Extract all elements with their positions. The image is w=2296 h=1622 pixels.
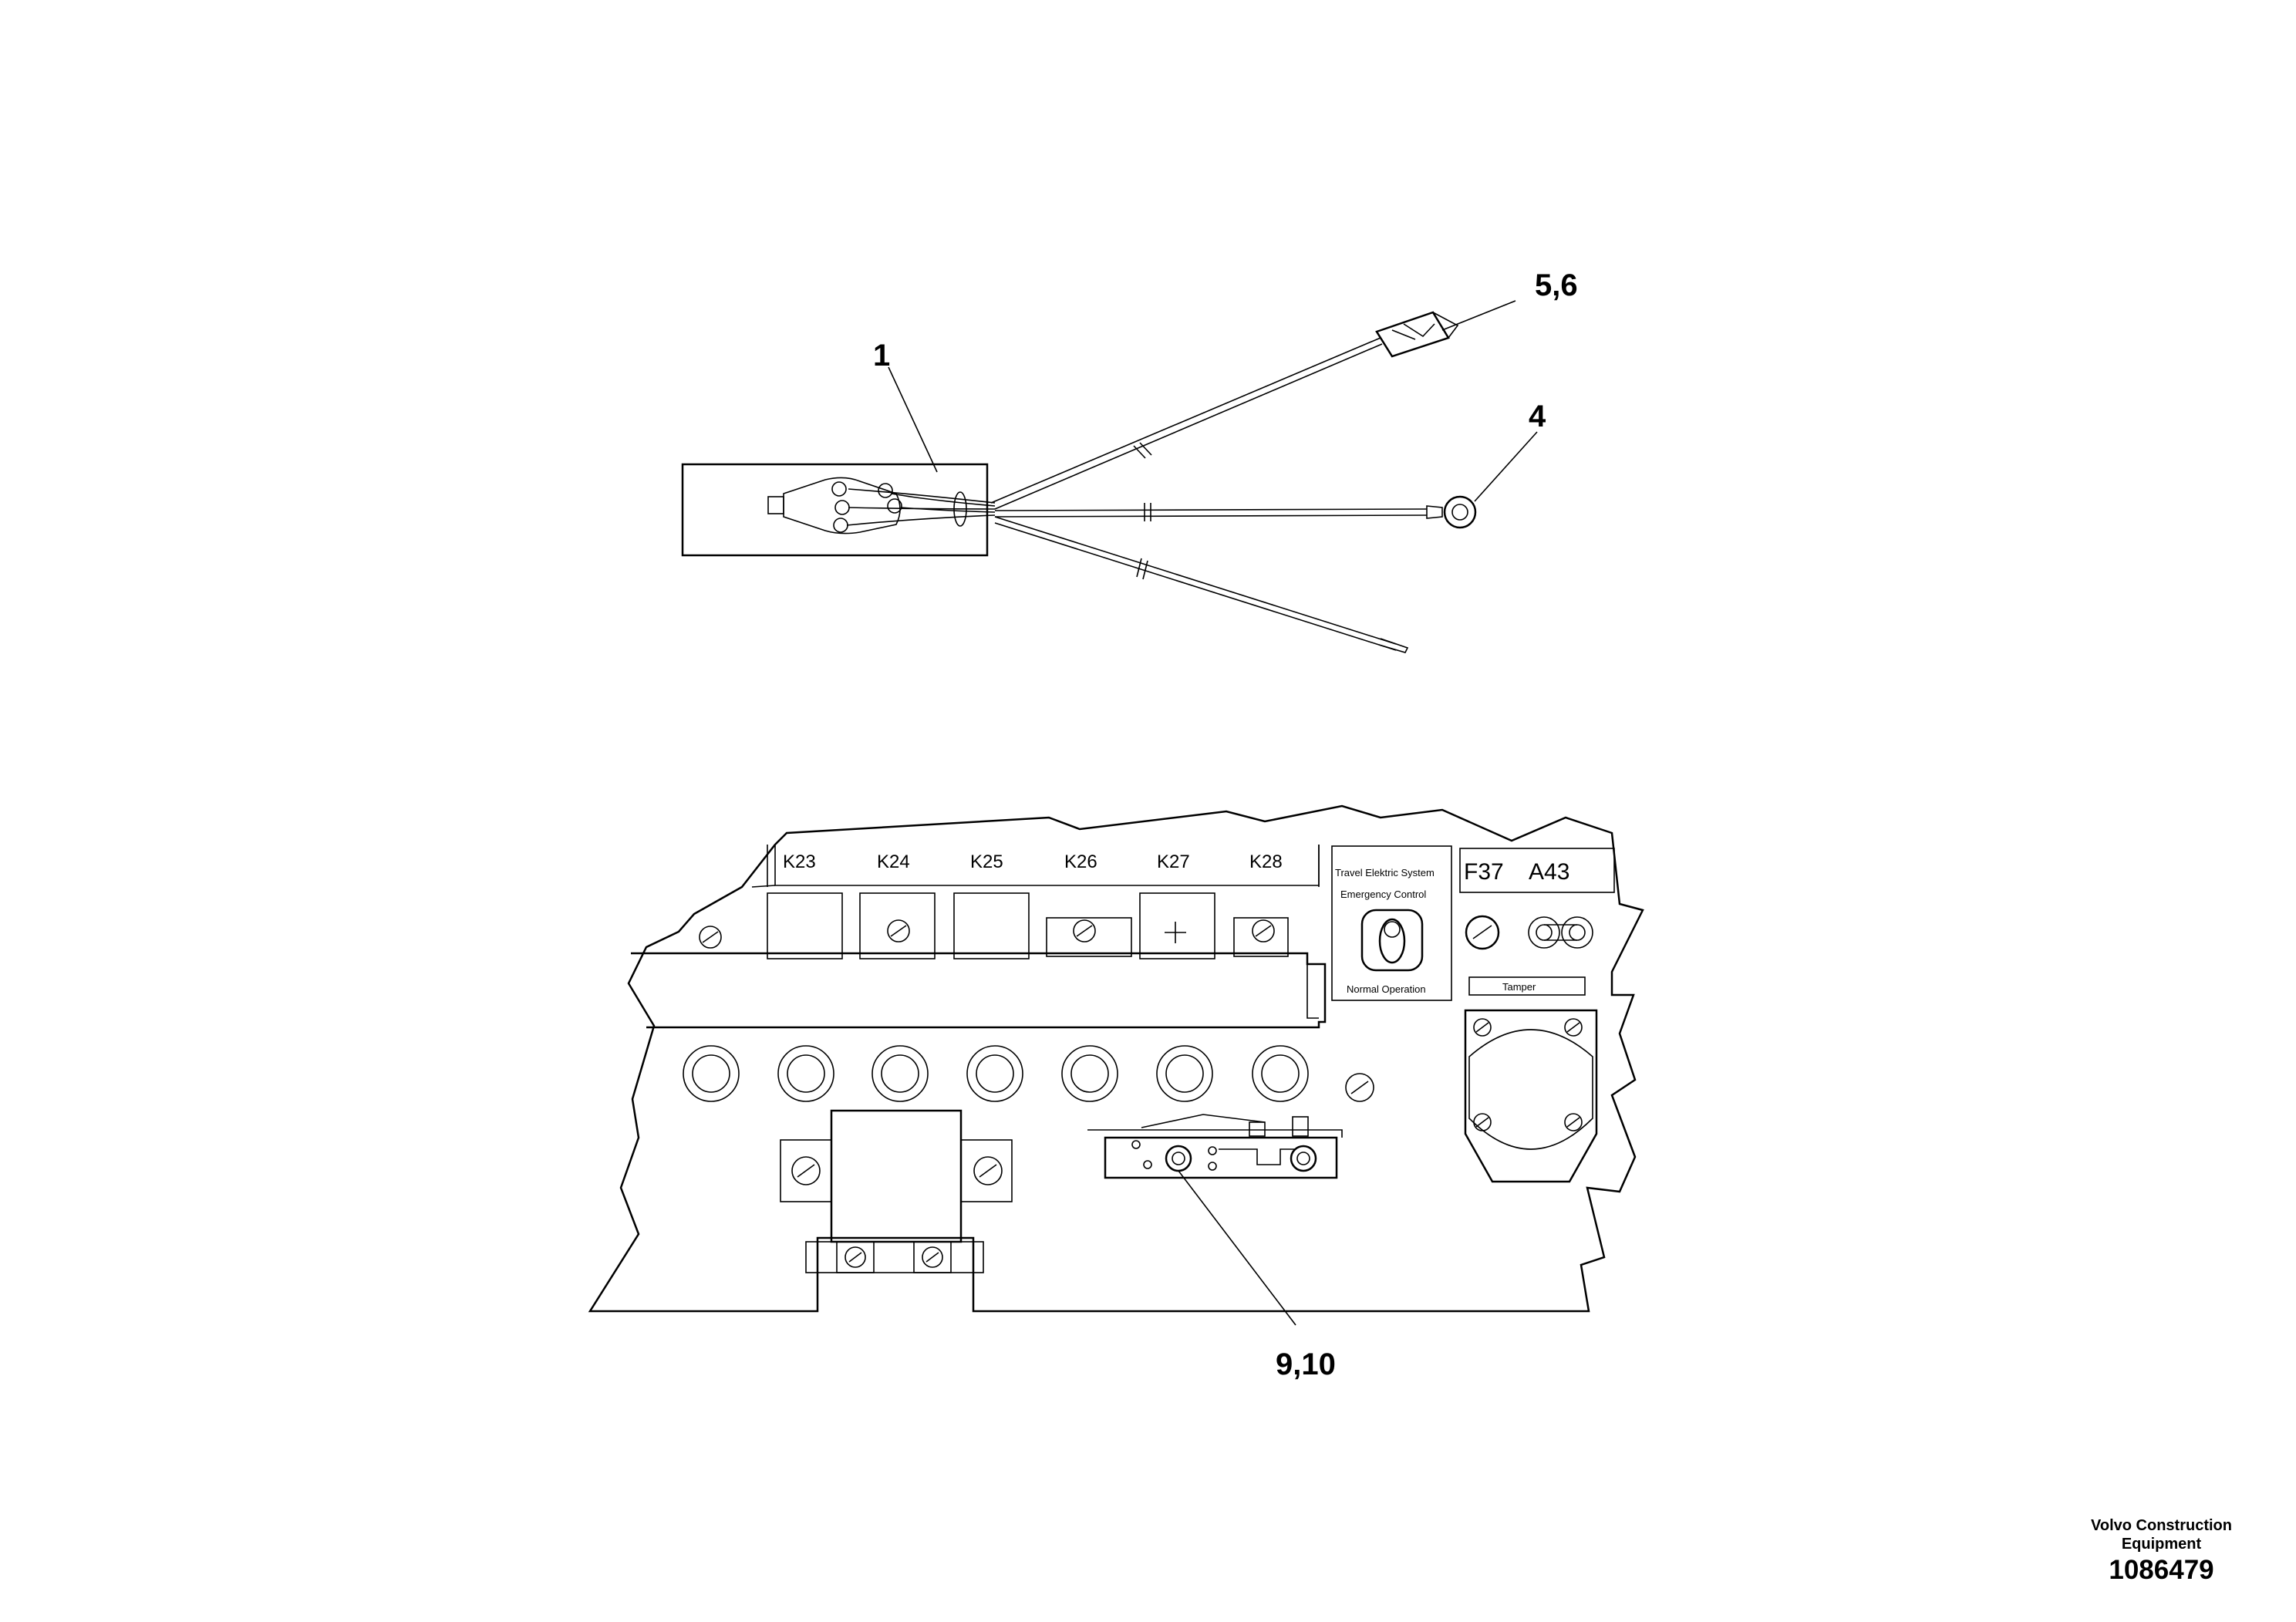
fuse-label-strip	[1459, 848, 1615, 893]
relay-k25-body	[953, 892, 1030, 959]
connector-terminal	[767, 496, 784, 514]
relay-k23-body	[767, 892, 843, 959]
mounting-plate	[681, 463, 989, 557]
brand-line-2: Equipment	[2121, 1536, 2202, 1553]
relay-k28-body	[1233, 917, 1289, 957]
tamper-label: Tamper	[1502, 981, 1536, 993]
cable-to-ring-terminal	[994, 508, 1428, 511]
cable-harness-assembly	[681, 300, 1538, 653]
toggle-switch[interactable]	[1360, 909, 1424, 972]
loose-wire	[994, 516, 1397, 645]
relay-k27-body	[1139, 892, 1215, 959]
footer-block: Volvo Construction Equipment 1086479	[2091, 1516, 2232, 1587]
indicator-a43	[1528, 916, 1593, 949]
connector-housing	[783, 477, 901, 534]
emergency-switch-box	[1331, 845, 1452, 1001]
relay-label-k27: K27	[1157, 851, 1190, 872]
relay-label-k25: K25	[970, 851, 1003, 872]
relay-label-k24: K24	[877, 851, 910, 872]
callout-4: 4	[1529, 400, 1546, 433]
fuse-holder-row	[683, 1045, 1374, 1102]
tamper-device	[1464, 1009, 1598, 1183]
brand-line-1: Volvo Construction	[2091, 1517, 2232, 1534]
panel-outline	[588, 804, 1644, 1313]
callout-9-10: 9,10	[1276, 1347, 1336, 1381]
fuse-f37	[1465, 915, 1500, 950]
cable-to-connector	[990, 337, 1381, 504]
control-panel	[588, 804, 1644, 1326]
terminal-block	[780, 1109, 1013, 1273]
switch-label-emergency: Emergency Control	[1340, 889, 1426, 900]
switch-label-normal: Normal Operation	[1347, 983, 1426, 995]
microswitch	[1087, 1114, 1343, 1179]
part-number: 1086479	[2109, 1555, 2214, 1585]
plug-connector	[1375, 311, 1459, 358]
label-f37: F37	[1464, 859, 1504, 885]
tamper-tag	[1468, 976, 1586, 996]
relay-label-k28: K28	[1249, 851, 1283, 872]
relay-label-k23: K23	[783, 851, 816, 872]
switch-title: Travel Elektric System	[1335, 867, 1435, 878]
relay-label-k26: K26	[1064, 851, 1097, 872]
relay-k26-body	[1046, 917, 1132, 957]
callout-5-6: 5,6	[1535, 268, 1578, 302]
relay-k24-body	[859, 892, 936, 959]
label-a43: A43	[1529, 859, 1569, 885]
callout-1: 1	[873, 339, 890, 373]
ring-terminal	[1443, 495, 1477, 529]
